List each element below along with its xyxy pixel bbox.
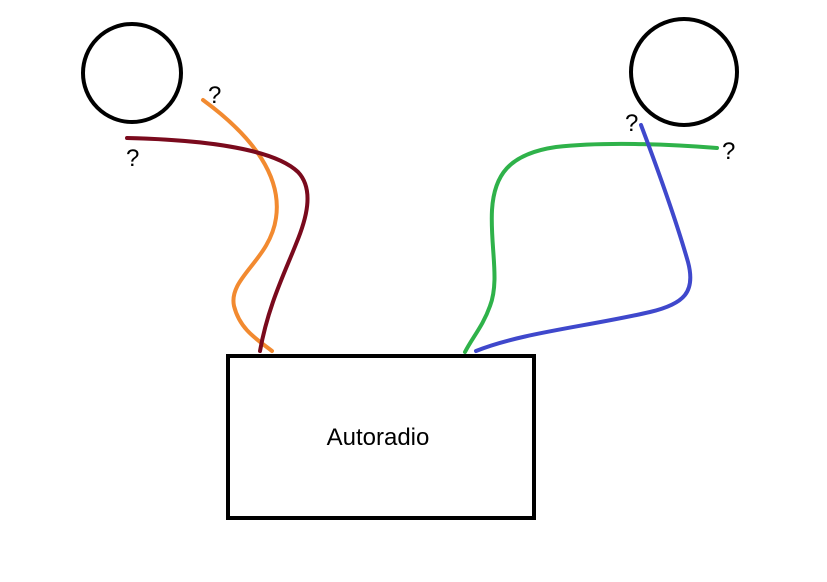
autoradio-box [226, 354, 536, 520]
left-speaker [81, 22, 183, 124]
autoradio-label: Autoradio [327, 424, 430, 451]
question-mark-orange-end: ? [208, 82, 221, 109]
green-wire [463, 141, 719, 354]
question-mark-dark-red-end: ? [126, 145, 139, 172]
right-speaker [629, 17, 739, 127]
orange-wire [201, 98, 279, 353]
dark-red-wire [125, 136, 310, 353]
blue-wire [474, 123, 693, 353]
question-mark-green-end: ? [722, 138, 735, 165]
question-mark-blue-end: ? [625, 110, 638, 137]
